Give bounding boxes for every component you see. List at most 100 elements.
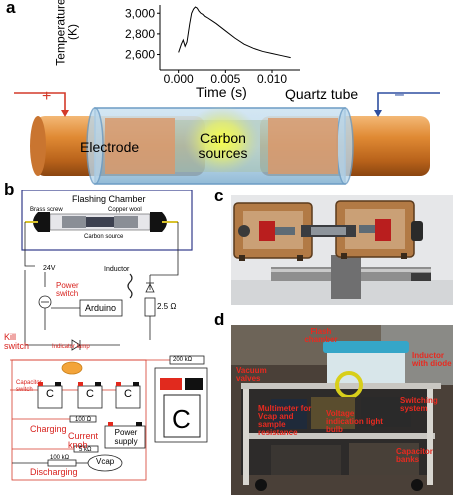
v24-label: 24V bbox=[43, 265, 56, 272]
carbon-line-2: sources bbox=[198, 145, 248, 161]
panel-label-b: b bbox=[4, 180, 15, 199]
panel-label-d: d bbox=[214, 310, 225, 329]
current-knob-line2: knob bbox=[68, 440, 88, 450]
x-tick-label: 0.010 bbox=[257, 72, 287, 86]
resistor-2-5-ohm bbox=[144, 297, 156, 317]
temperature-chart: 2,600 2,800 3,000 0.000 0.005 0.010 bbox=[125, 5, 300, 86]
inductor-diode-label: Inductor with diode bbox=[412, 352, 458, 368]
resistor-200k-ohm bbox=[169, 355, 205, 365]
brass-screw-label: Brass screw bbox=[30, 207, 63, 213]
panel-label-c: c bbox=[214, 186, 224, 205]
current-knob-label: Current knob bbox=[68, 432, 98, 450]
positive-arrow bbox=[61, 110, 69, 117]
chart-ylabel: Temperature (K) bbox=[53, 0, 80, 68]
flash-chamber-text: Flash chamber bbox=[304, 327, 338, 344]
arduino-label: Arduino bbox=[85, 303, 117, 313]
quartz-tube-label: Quartz tube bbox=[285, 86, 359, 102]
res-200k-label: 200 kΩ bbox=[173, 357, 193, 363]
vcap-label: Vcap bbox=[96, 457, 115, 466]
inductor-diode-text: Inductor with diode bbox=[412, 351, 452, 368]
negative-wire bbox=[377, 92, 440, 114]
power-supply-label: Power supply bbox=[108, 428, 144, 446]
temperature-line bbox=[178, 6, 291, 59]
panel-label-a: a bbox=[6, 0, 16, 17]
res-100-label: 100 Ω bbox=[75, 417, 92, 423]
photo-flashing-chamber bbox=[231, 195, 453, 305]
y-tick-label: 2,800 bbox=[125, 27, 155, 41]
diode-right bbox=[145, 283, 155, 293]
copper-wool-right bbox=[114, 216, 138, 228]
discharging-label: Discharging bbox=[30, 467, 78, 477]
capacitor-banks-label: Capacitor banks bbox=[396, 448, 444, 464]
multimeter-text: Multimeter for Vcap and sample resistanc… bbox=[258, 404, 312, 437]
capacitor-3 bbox=[115, 382, 141, 409]
capacitor-switch-line1: Capacitor bbox=[16, 380, 42, 386]
brass-screw-right bbox=[150, 212, 167, 232]
copper-wool-label: Copper wool bbox=[108, 207, 142, 213]
tube-right-rim bbox=[336, 107, 354, 185]
voltage-indication-label: Voltage indication light bulb bbox=[326, 410, 386, 434]
current-knob-line1: Current bbox=[68, 431, 99, 441]
cap-c-big: C bbox=[172, 404, 191, 434]
positive-wire bbox=[14, 92, 66, 114]
capacitor-1 bbox=[37, 382, 63, 409]
power-switch-label: Power switch bbox=[56, 282, 79, 298]
copper-wool-left bbox=[62, 216, 86, 228]
carbon-source-block bbox=[86, 217, 114, 227]
inductor-symbol bbox=[127, 273, 133, 299]
minus-sign: – bbox=[395, 86, 404, 103]
capacitor-switch-label: Capacitor switch bbox=[16, 380, 42, 394]
chart-xlabel: Time (s) bbox=[196, 84, 247, 100]
tube-left-rim bbox=[86, 107, 104, 185]
electrode-label: Electrode bbox=[80, 139, 140, 155]
switching-system-text: Switching system bbox=[400, 396, 438, 413]
quartz-tube-illustration bbox=[14, 92, 440, 185]
cap-c-3: C bbox=[124, 388, 132, 400]
switching-system-label: Switching system bbox=[400, 397, 450, 413]
cap-c-2: C bbox=[86, 388, 94, 400]
res-100k-label: 100 kΩ bbox=[50, 455, 70, 461]
inductor-label: Inductor bbox=[104, 266, 130, 273]
res-2-5-label: 2.5 Ω bbox=[157, 302, 177, 311]
vacuum-valves-text: Vacuum valves bbox=[236, 366, 267, 383]
vacuum-valves-label: Vacuum valves bbox=[236, 367, 276, 383]
capacitor-banks-text: Capacitor banks bbox=[396, 447, 433, 464]
y-tick-label: 2,600 bbox=[125, 48, 155, 62]
flashing-chamber-box bbox=[21, 190, 193, 251]
vcap-meter bbox=[87, 454, 123, 472]
chart-ylabel-text: Temperature (K) bbox=[53, 0, 80, 66]
capacitor-2 bbox=[77, 382, 103, 409]
x-tick-label: 0.005 bbox=[210, 72, 240, 86]
power-supply-line1: Power bbox=[114, 428, 138, 437]
negative-arrow bbox=[374, 110, 382, 117]
flash-chamber-label: Flash chamber bbox=[296, 328, 346, 344]
charging-label: Charging bbox=[30, 424, 67, 434]
plus-sign: + bbox=[42, 88, 52, 105]
power-switch-line2: switch bbox=[56, 289, 79, 298]
capacitor-bank-region bbox=[11, 359, 147, 481]
diode-kill bbox=[71, 339, 81, 351]
inner-left-electrode bbox=[105, 118, 175, 174]
carbon-source-label: Carbon source bbox=[84, 234, 124, 240]
inner-right-electrode bbox=[268, 118, 338, 174]
kill-switch-line2: switch bbox=[4, 341, 30, 351]
power-switch-line1: Power bbox=[56, 281, 79, 290]
multimeter-label: Multimeter for Vcap and sample resistanc… bbox=[258, 405, 318, 437]
indicator-lamp-symbol bbox=[61, 361, 83, 375]
carbon-line-1: Carbon bbox=[200, 130, 246, 146]
power-supply-box bbox=[104, 425, 146, 449]
power-supply-line2: supply bbox=[114, 437, 138, 446]
carbon-glow bbox=[184, 106, 260, 174]
circuit-diagram bbox=[10, 190, 208, 481]
brass-screw-left bbox=[33, 212, 50, 232]
kill-switch-line1: Kill bbox=[4, 332, 17, 342]
capacitor-switch-line2: switch bbox=[16, 387, 33, 393]
left-rod-end bbox=[30, 116, 46, 176]
indicator-lamp-label: Indicator lamp bbox=[52, 344, 90, 350]
carbon-sources-label: Carbon sources bbox=[186, 131, 260, 161]
x-tick-label: 0.000 bbox=[164, 72, 194, 86]
kill-switch-label: Kill switch bbox=[4, 333, 29, 351]
y-tick-label: 3,000 bbox=[125, 6, 155, 20]
flashing-chamber-label: Flashing Chamber bbox=[72, 194, 146, 204]
photo-setup-cart bbox=[231, 325, 453, 495]
